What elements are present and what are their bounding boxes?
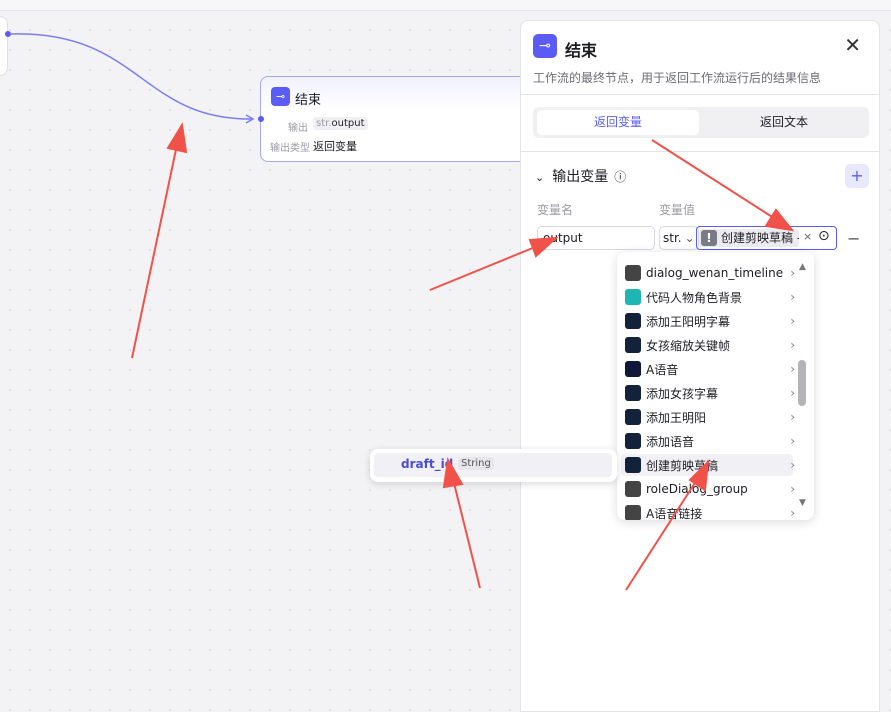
dropdown-item[interactable]: 添加王明阳 ›	[621, 406, 795, 428]
column-value-label: 变量值	[659, 203, 696, 217]
chevron-right-icon: ›	[790, 338, 795, 352]
dropdown-item-label: 添加王阳明字幕	[646, 314, 731, 329]
scroll-down-icon[interactable]: ▼	[799, 498, 806, 508]
node-title: 结束	[295, 93, 322, 108]
dropdown-item[interactable]: 添加王阳明字幕 ›	[621, 310, 795, 332]
dropdown-item-label: roleDialog_group	[646, 482, 748, 496]
section-title: 输出变量	[552, 169, 609, 185]
panel-description: 工作流的最终节点，用于返回工作流运行后的结果信息	[533, 71, 822, 85]
clear-icon[interactable]: ×	[803, 230, 813, 243]
plugin-icon	[625, 457, 641, 473]
output-field-popover: draft_id String	[370, 449, 617, 482]
return-mode-tabs: 返回变量 返回文本	[533, 107, 869, 138]
chevron-right-icon: ›	[790, 314, 795, 328]
output-chip: str.output	[313, 117, 368, 130]
dropdown-item[interactable]: 代码人物角色背景 ›	[621, 286, 795, 308]
plugin-icon	[625, 409, 641, 425]
field-type: String	[458, 457, 494, 470]
code-icon	[625, 289, 641, 305]
warning-icon: !	[701, 230, 717, 246]
tab-return-text[interactable]: 返回文本	[759, 115, 808, 129]
node-config-panel: ⊸ 结束 ✕ 工作流的最终节点，用于返回工作流运行后的结果信息 返回变量 返回文…	[520, 20, 880, 712]
scrollbar[interactable]	[798, 360, 806, 406]
dropdown-item-label: dialog_wenan_timeline	[646, 266, 784, 280]
dropdown-item-label: 女孩缩放关键帧	[646, 338, 731, 353]
dropdown-item[interactable]: 女孩缩放关键帧 ›	[621, 334, 795, 356]
end-node-icon: ⊸	[271, 87, 290, 106]
remove-variable-button[interactable]: −	[847, 229, 861, 248]
dropdown-item[interactable]: roleDialog_group ›	[621, 478, 795, 500]
dropdown-item[interactable]: A语音链接 ›	[621, 502, 795, 521]
type-value: 返回变量	[313, 140, 357, 153]
add-variable-button[interactable]: +	[845, 164, 869, 188]
output-label: 输出	[288, 123, 308, 134]
chevron-right-icon: ›	[790, 482, 795, 496]
chevron-right-icon: ›	[790, 458, 795, 472]
chevron-right-icon: ›	[790, 362, 795, 376]
scroll-up-icon[interactable]: ▲	[799, 262, 806, 272]
variable-reference-field[interactable]: ! 创建剪映草稿 - × ⊙	[696, 226, 837, 250]
field-draft-id[interactable]: draft_id String	[374, 453, 612, 477]
column-name-label: 变量名	[537, 203, 574, 217]
edge-arrowhead	[245, 114, 255, 124]
dropdown-item[interactable]: 添加语音 ›	[621, 430, 795, 452]
plugin-icon	[625, 385, 641, 401]
plugin-icon	[625, 337, 641, 353]
chevron-right-icon: ›	[790, 506, 795, 520]
chevron-right-icon: ›	[790, 266, 795, 280]
end-node[interactable]: ⊸ 结束 输出 str.output 输出类型 返回变量	[260, 76, 530, 162]
input-port[interactable]	[258, 116, 264, 122]
close-icon[interactable]: ✕	[844, 33, 861, 57]
port-dot	[5, 31, 11, 37]
chip-value: output	[331, 118, 365, 129]
dropdown-item-label: A语音链接	[646, 506, 703, 521]
divider	[521, 151, 879, 152]
dropdown-item[interactable]: 添加女孩字幕 ›	[621, 382, 795, 404]
variable-dropdown: ▲ ▼ dialog_wenan_timeline›代码人物角色背景›添加王阳明…	[617, 252, 814, 520]
dropdown-item-label: 创建剪映草稿	[646, 458, 719, 473]
variable-name-input[interactable]: output	[537, 226, 655, 250]
tab-return-variable[interactable]: 返回变量	[537, 110, 699, 135]
dropdown-item[interactable]: dialog_wenan_timeline ›	[621, 262, 795, 284]
field-name: draft_id	[401, 457, 454, 471]
top-bar	[0, 0, 891, 11]
edge-line	[9, 33, 253, 120]
type-label: 输出类型	[270, 143, 310, 154]
plugin-icon	[625, 313, 641, 329]
robot-icon	[625, 481, 641, 497]
audio-icon	[625, 361, 641, 377]
chevron-right-icon: ›	[790, 386, 795, 400]
robot-icon	[625, 265, 641, 281]
target-icon[interactable]: ⊙	[818, 228, 830, 244]
panel-title: 结束	[565, 41, 598, 60]
dropdown-item[interactable]: A语音 ›	[621, 358, 795, 380]
robot-icon	[625, 505, 641, 520]
dropdown-item-label: A语音	[646, 362, 679, 377]
chevron-right-icon: ›	[790, 290, 795, 304]
chevron-right-icon: ›	[790, 410, 795, 424]
end-icon: ⊸	[533, 34, 557, 58]
info-icon: ⓘ	[614, 170, 627, 184]
chevron-down-icon[interactable]: ⌄	[535, 171, 545, 184]
dropdown-item-label: 代码人物角色背景	[646, 290, 743, 305]
dropdown-item-label: 添加王明阳	[646, 410, 707, 425]
divider	[521, 94, 879, 95]
reference-tag: 创建剪映草稿 -	[721, 231, 799, 245]
type-select[interactable]: str.	[663, 231, 682, 245]
plugin-icon	[625, 433, 641, 449]
chip-prefix: str.	[316, 118, 332, 129]
dropdown-item-label: 添加语音	[646, 434, 695, 449]
dropdown-item-label: 添加女孩字幕	[646, 386, 719, 401]
chevron-down-icon: ⌄	[684, 231, 695, 245]
dropdown-item[interactable]: 创建剪映草稿 ›	[621, 454, 795, 476]
chevron-right-icon: ›	[790, 434, 795, 448]
